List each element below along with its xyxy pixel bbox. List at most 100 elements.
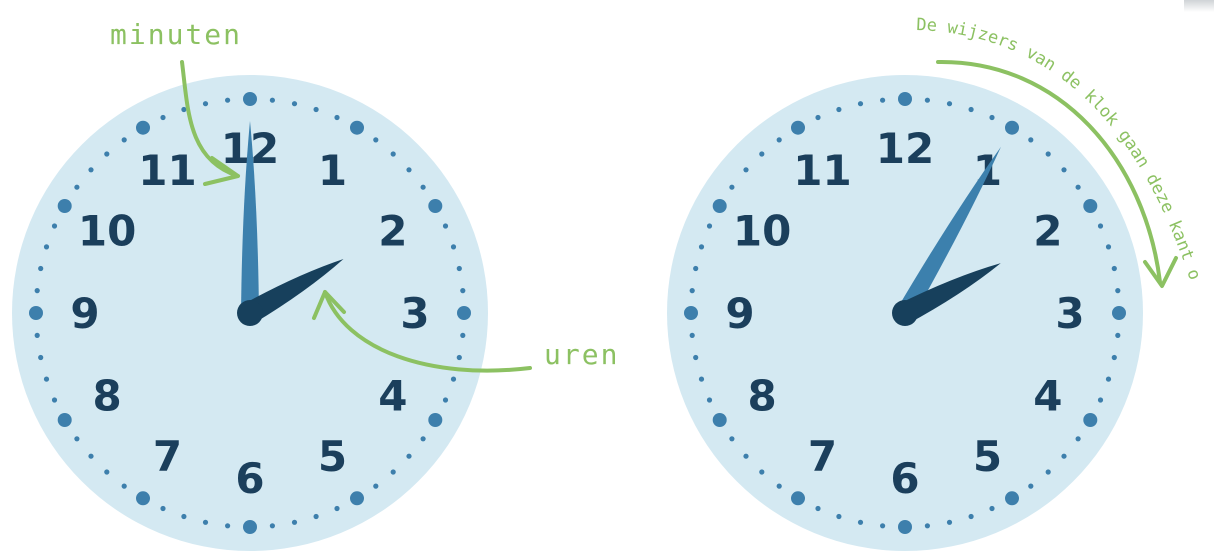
minute-dot (858, 101, 863, 106)
minute-dot (989, 506, 994, 511)
minute-dot (729, 185, 734, 190)
minute-dot (1098, 397, 1103, 402)
clock-left: 121234567891011 (12, 75, 488, 551)
minute-dot (1076, 185, 1081, 190)
minute-dot (443, 223, 448, 228)
minute-dot (1076, 436, 1081, 441)
minute-dot (122, 137, 127, 142)
minute-dot (699, 244, 704, 249)
minute-dot (406, 167, 411, 172)
minute-dot (421, 185, 426, 190)
minute-dot (334, 506, 339, 511)
hour-dot (791, 491, 805, 505)
minute-dot (880, 523, 885, 528)
minute-dot (88, 167, 93, 172)
hour-dot (58, 413, 72, 427)
minute-dot (451, 377, 456, 382)
hour-dot (29, 306, 43, 320)
minute-dot (1115, 288, 1120, 293)
clock-right: 121234567891011 (667, 75, 1143, 551)
minute-dot (451, 244, 456, 249)
minute-dot (1061, 454, 1066, 459)
minute-dot (1112, 266, 1117, 271)
minute-dot (160, 115, 165, 120)
minute-dot (880, 98, 885, 103)
minute-dot (443, 397, 448, 402)
minute-dot (947, 101, 952, 106)
numeral-11: 11 (138, 146, 196, 195)
minute-dot (693, 355, 698, 360)
minute-dot (421, 436, 426, 441)
numeral-5: 5 (318, 432, 347, 481)
minute-dot (314, 514, 319, 519)
minute-dot (836, 514, 841, 519)
numeral-2: 2 (1033, 207, 1062, 256)
minute-dot (707, 223, 712, 228)
minute-dot (1046, 151, 1051, 156)
minute-dot (52, 223, 57, 228)
numeral-3: 3 (1055, 289, 1084, 338)
minute-dot (457, 266, 462, 271)
hours-label: uren (544, 338, 619, 371)
minute-dot (777, 484, 782, 489)
minute-dot (969, 514, 974, 519)
numeral-3: 3 (400, 289, 429, 338)
minute-dot (88, 454, 93, 459)
minute-dot (203, 101, 208, 106)
minute-dot (815, 506, 820, 511)
numeral-2: 2 (378, 207, 407, 256)
minute-dot (969, 107, 974, 112)
minute-dot (815, 115, 820, 120)
minute-dot (989, 115, 994, 120)
minute-dot (44, 244, 49, 249)
minute-dot (391, 151, 396, 156)
minutes-label: minuten (110, 18, 242, 51)
minute-dot (743, 167, 748, 172)
numeral-9: 9 (725, 289, 754, 338)
hand-pivot (892, 300, 918, 326)
minute-dot (690, 333, 695, 338)
minute-dot (373, 484, 378, 489)
numeral-6: 6 (890, 454, 919, 503)
minute-dot (406, 454, 411, 459)
minute-dot (1028, 484, 1033, 489)
minute-dot (292, 520, 297, 525)
minute-dot (181, 514, 186, 519)
numeral-8: 8 (747, 372, 776, 421)
minute-dot (925, 98, 930, 103)
minute-dot (292, 101, 297, 106)
minute-dot (373, 137, 378, 142)
minute-dot (104, 469, 109, 474)
minute-dot (35, 333, 40, 338)
hour-dot (1083, 413, 1097, 427)
numeral-9: 9 (70, 289, 99, 338)
hour-dot (243, 92, 257, 106)
minute-dot (690, 288, 695, 293)
minute-dot (38, 266, 43, 271)
minute-dot (270, 523, 275, 528)
minute-dot (181, 107, 186, 112)
minute-dot (1106, 377, 1111, 382)
minute-dot (1028, 137, 1033, 142)
numeral-11: 11 (793, 146, 851, 195)
minute-dot (743, 454, 748, 459)
minute-dot (759, 151, 764, 156)
minute-dot (122, 484, 127, 489)
minute-dot (104, 151, 109, 156)
minute-dot (38, 355, 43, 360)
numeral-7: 7 (153, 432, 182, 481)
minute-dot (391, 469, 396, 474)
numeral-6: 6 (235, 454, 264, 503)
minute-dot (1115, 333, 1120, 338)
minute-dot (160, 506, 165, 511)
numeral-7: 7 (808, 432, 837, 481)
minute-dot (699, 377, 704, 382)
hour-dot (350, 491, 364, 505)
minute-dot (1106, 244, 1111, 249)
hand-pivot (237, 300, 263, 326)
numeral-5: 5 (973, 432, 1002, 481)
minute-dot (457, 355, 462, 360)
minute-dot (1046, 469, 1051, 474)
hour-dot (791, 121, 805, 135)
